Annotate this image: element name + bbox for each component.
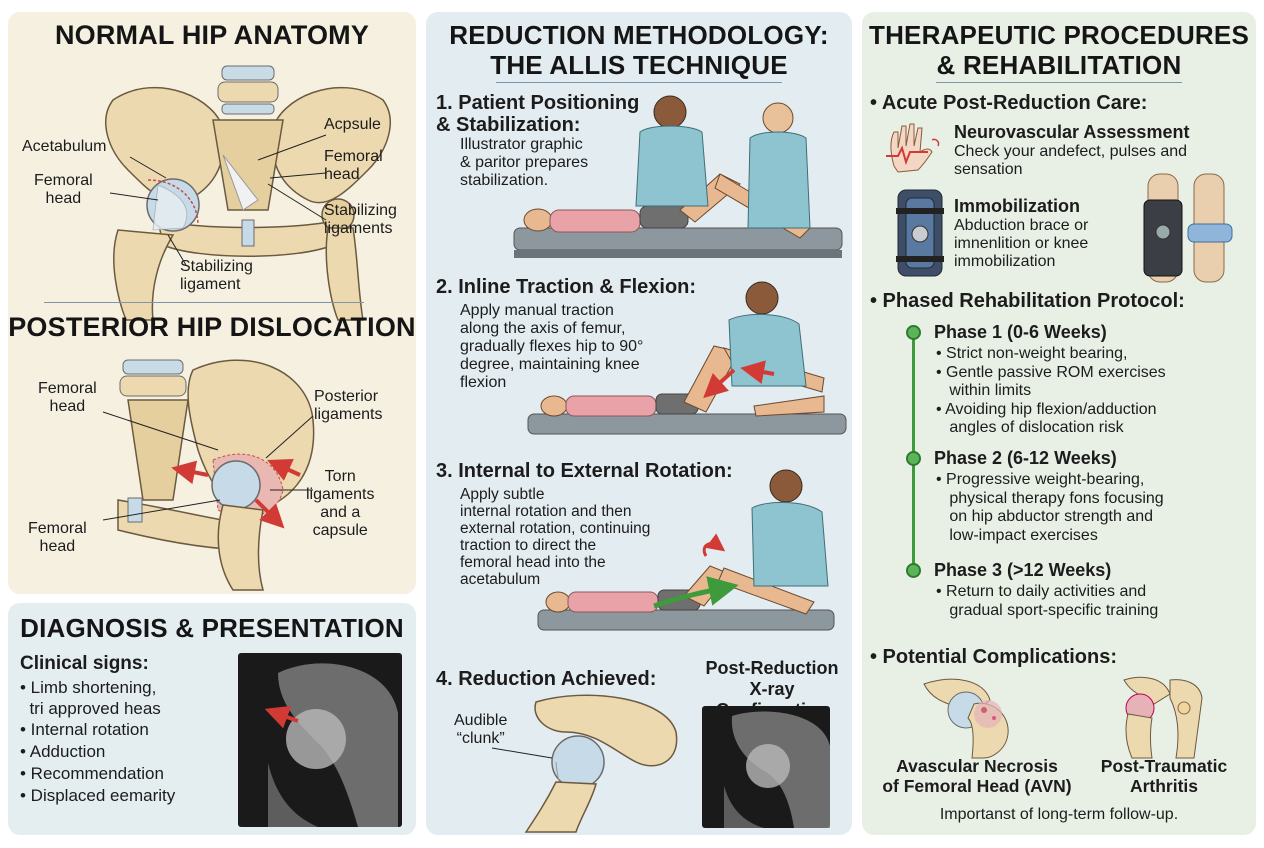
followup-note: Importanst of long-term follow-up. [939, 806, 1179, 823]
immobilization-title: Immobilization [954, 196, 1080, 216]
step1-illustration [513, 95, 843, 258]
label-stabilizing-ligaments: Stabilizing ligaments [324, 202, 397, 237]
step2-illustration [527, 281, 847, 435]
immobilization-text: Abduction brace or imnenlition or knee i… [954, 217, 1089, 270]
step2-text: Apply manual traction along the axis of … [460, 302, 644, 391]
label-acetabulum: Acetabulum [22, 138, 107, 155]
dislocation-title: POSTERIOR HIP DISLOCATION [8, 312, 416, 342]
phase1-text: • Strict non-weight bearing, • Gentle pa… [936, 345, 1166, 436]
step4-title: 4. Reduction Achieved: [436, 668, 657, 690]
reduction-title-line2: THE ALLIS TECHNIQUE [490, 50, 788, 80]
label-stabilizing-ligament: Stabilizing ligament [180, 258, 253, 293]
sign-item: tri approved heas [20, 699, 161, 718]
step3-title: 3. Internal to External Rotation: [436, 460, 733, 482]
phase3-marker [906, 563, 921, 578]
sign-item: • Recommendation [20, 764, 164, 783]
dislocation-xray-image [238, 653, 402, 827]
label-torn-ligaments: Torn ligaments and a capsule [306, 468, 375, 539]
reduction-divider [496, 82, 782, 83]
phase1-title: Phase 1 (0-6 Weeks) [934, 322, 1107, 342]
reduction-title-line1: REDUCTION METHODOLOGY: [449, 20, 829, 50]
avn-hip-illustration [923, 678, 1009, 759]
phase3-text: • Return to daily activities and gradual… [936, 583, 1159, 619]
sign-item: • Limb shortening, [20, 678, 157, 697]
phase2-marker [906, 451, 921, 466]
step1-title: 1. Patient Positioning & Stabilization: [436, 92, 640, 136]
hand-pulse-icon [886, 123, 940, 173]
complications-heading: • Potential Complications: [870, 646, 1118, 668]
therapy-divider [936, 82, 1182, 83]
phase1-marker [906, 325, 921, 340]
label-femoral-head-left: Femoral head [34, 172, 93, 207]
sign-item: • Displaced eemarity [20, 786, 176, 805]
step1-text: Illustrator graphic & paritor prepares s… [460, 136, 589, 189]
diagnosis-panel: DIAGNOSIS & PRESENTATION Clinical signs:… [8, 603, 416, 835]
phased-rehab-heading: • Phased Rehabilitation Protocol: [870, 290, 1185, 312]
diagnosis-title: DIAGNOSIS & PRESENTATION [20, 613, 404, 643]
sign-item: • Internal rotation [20, 720, 149, 739]
acute-care-heading: • Acute Post-Reduction Care: [870, 92, 1148, 114]
label-disloc-femoral-head-bottom: Femoral head [28, 520, 87, 555]
anatomy-divider [44, 302, 364, 303]
label-disloc-femoral-head-top: Femoral head [38, 380, 97, 415]
normal-anatomy-title: NORMAL HIP ANATOMY [54, 20, 370, 50]
phase2-title: Phase 2 (6-12 Weeks) [934, 448, 1117, 468]
phase3-title: Phase 3 (>12 Weeks) [934, 560, 1112, 580]
label-femoral-head-right: Femoral head [324, 148, 383, 183]
arthritis-hip-illustration [1123, 676, 1203, 759]
anatomy-panel: NORMAL HIP ANATOMY Acetabulum [8, 12, 416, 594]
step2-title: 2. Inline Traction & Flexion: [436, 276, 697, 298]
arthritis-label: Post-Traumatic Arthritis [1100, 756, 1228, 796]
phase2-text: • Progressive weight-bearing, physical t… [936, 471, 1164, 544]
clinical-signs-list: • Limb shortening, tri approved heas • I… [20, 677, 175, 807]
dislocation-illustration [102, 359, 315, 591]
knee-immobilizer-icon [1143, 173, 1233, 283]
label-capsule: Acpsule [324, 116, 381, 133]
post-reduction-xray-image [702, 706, 830, 828]
neuro-title: Neurovascular Assessment [954, 122, 1190, 142]
step3-text: Apply subtle internal rotation and then … [460, 486, 651, 588]
normal-pelvis-illustration [105, 65, 391, 321]
sign-item: • Adduction [20, 742, 106, 761]
therapy-title-line2: & REHABILITATION [936, 50, 1182, 80]
reduced-hip-illustration [491, 694, 678, 833]
hip-brace-icon [896, 189, 944, 277]
avn-label: Avascular Necrosis of Femoral Head (AVN) [882, 756, 1072, 796]
reduction-panel: REDUCTION METHODOLOGY: THE ALLIS TECHNIQ… [426, 12, 852, 835]
clinical-signs-heading: Clinical signs: [20, 653, 149, 674]
timeline-line [912, 330, 915, 570]
neuro-text: Check your andefect, pulses and sensatio… [954, 143, 1188, 178]
step3-illustration [537, 469, 835, 631]
therapy-panel: THERAPEUTIC PROCEDURES & REHABILITATION … [862, 12, 1256, 835]
label-posterior-ligaments: Posterior ligaments [314, 388, 383, 423]
audible-clunk-label: Audible “clunk” [454, 712, 508, 747]
therapy-title-line1: THERAPEUTIC PROCEDURES [869, 20, 1249, 50]
